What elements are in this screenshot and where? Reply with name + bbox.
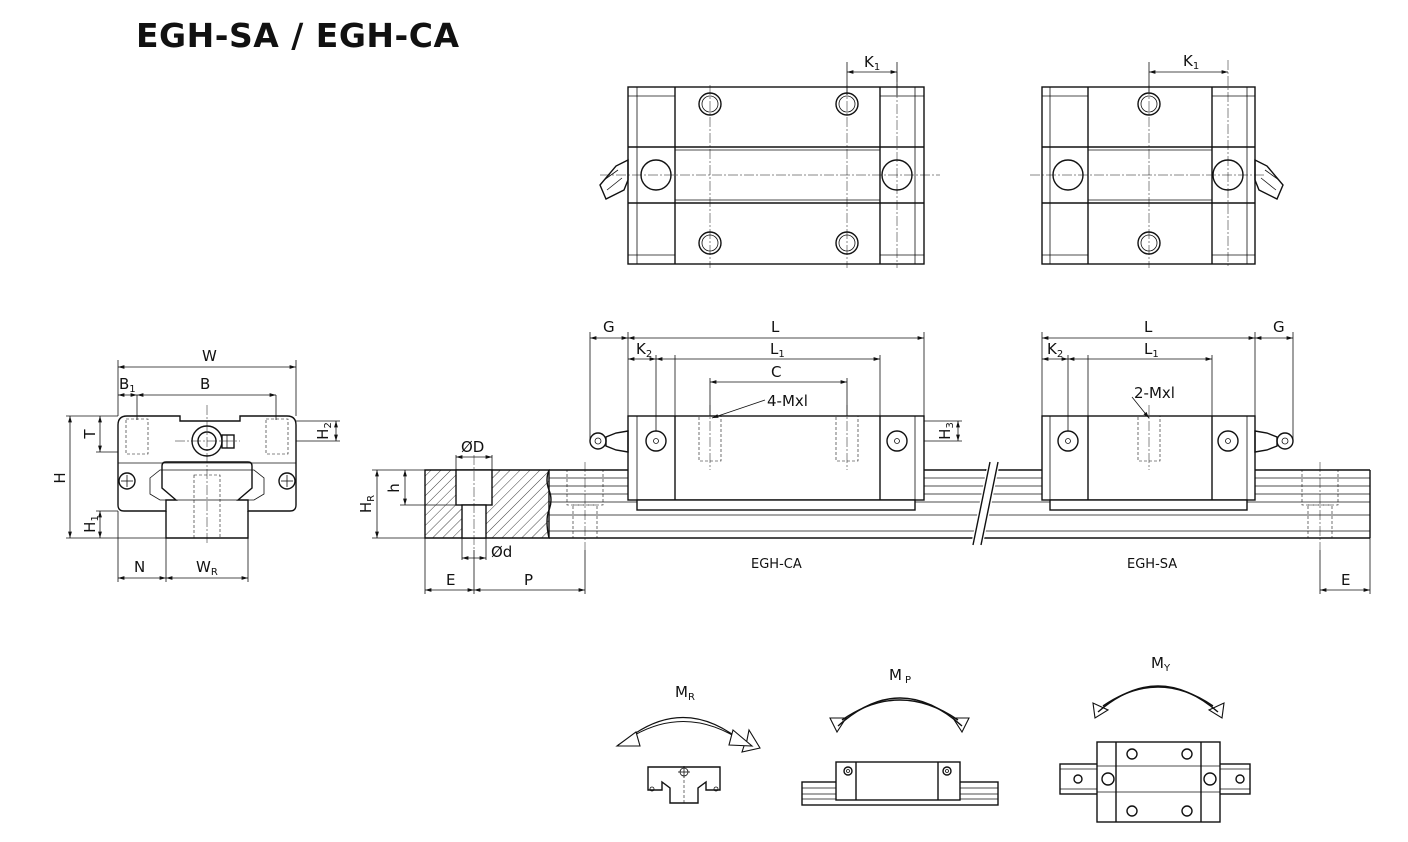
- dim-b1: B1: [119, 375, 136, 395]
- dim-e-right: E: [1341, 571, 1350, 589]
- dim-h-small: h: [385, 483, 403, 493]
- holes-label-sa: 2-Mxl: [1134, 384, 1175, 402]
- dim-t: T: [81, 429, 99, 440]
- dim-h3: H3: [936, 422, 956, 440]
- dim-l: L: [771, 318, 780, 336]
- dim-l-sa: L: [1144, 318, 1153, 336]
- dim-h1: H1: [81, 515, 101, 533]
- dim-c: C: [771, 363, 781, 381]
- dim-p: P: [524, 571, 533, 589]
- dim-g: G: [603, 318, 615, 336]
- dim-g-sa: G: [1273, 318, 1285, 336]
- dim-wr: WR: [196, 558, 218, 578]
- dim-k1-sa: K1: [1183, 52, 1199, 72]
- dim-phi-d-small: Ød: [491, 543, 512, 561]
- moment-roll: MR: [615, 683, 761, 804]
- grease-nipple-icon: [1254, 430, 1294, 453]
- bolt-hole: [1137, 231, 1161, 255]
- dim-b: B: [200, 375, 210, 393]
- dim-n: N: [134, 558, 145, 576]
- dim-l1-sa: L1: [1144, 340, 1159, 360]
- label-ca: EGH-CA: [751, 557, 802, 572]
- grease-nipple-icon: [599, 158, 629, 200]
- dim-k2: K2: [636, 340, 652, 360]
- dim-e: E: [446, 571, 455, 589]
- dim-hr: HR: [357, 495, 377, 513]
- front-view: W B1 B H T H1 H2 N WR: [51, 347, 340, 582]
- moment-yaw: MY: [1059, 654, 1251, 823]
- side-view: G L K2 L1 C 4-Mxl H3 L G: [357, 318, 1371, 594]
- bolt-hole: [698, 231, 722, 255]
- label-sa: EGH-SA: [1127, 557, 1177, 572]
- top-view-ca: K1: [599, 53, 940, 268]
- bolt-hole: [835, 231, 859, 255]
- dim-k2-sa: K2: [1047, 340, 1063, 360]
- bolt-hole: [698, 92, 722, 116]
- bolt-hole: [1137, 92, 1161, 116]
- label-my: MY: [1151, 654, 1171, 674]
- label-mr: MR: [675, 683, 695, 703]
- dim-l1: L1: [770, 340, 785, 360]
- top-view-sa: K1: [1030, 52, 1284, 268]
- dim-h2: H2: [314, 422, 334, 440]
- dim-k1: K1: [864, 53, 880, 73]
- dim-w: W: [202, 347, 217, 365]
- page-title: EGH-SA / EGH-CA: [136, 16, 460, 55]
- dim-h: H: [51, 472, 69, 483]
- holes-label-ca: 4-Mxl: [767, 392, 808, 410]
- dim-phi-d-large: ØD: [461, 438, 484, 456]
- grease-nipple-icon: [589, 430, 629, 453]
- grease-nipple-icon: [1254, 158, 1284, 200]
